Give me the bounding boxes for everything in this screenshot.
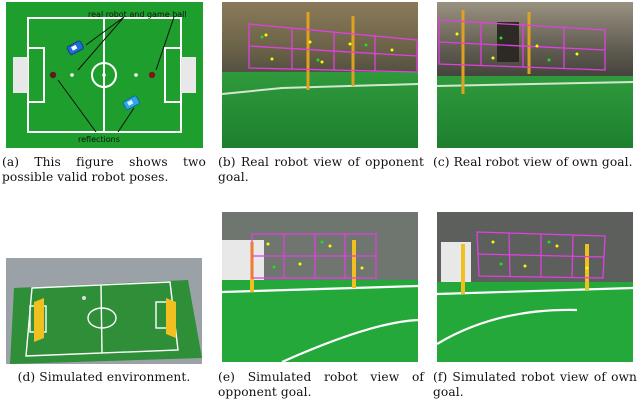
panel-e-simulation (222, 212, 418, 362)
caption-d: (d) Simulated environment. (17, 370, 191, 384)
annotation-reflections-text: reflections (78, 135, 120, 144)
person-silhouette (497, 22, 519, 62)
caption-e: (e) Simulated robot view of opponent goa… (218, 370, 424, 399)
panel-a-field-diagram: real robot and game ball reflections (6, 2, 203, 148)
caption-b: (b) Real robot view of opponent goal. (218, 155, 424, 184)
reflection-left-marker (49, 71, 57, 79)
reflection-right-marker (148, 71, 156, 79)
center-circle (91, 62, 117, 88)
field-line (222, 83, 418, 95)
center-spot (102, 73, 106, 77)
field-diagram-svg: real robot and game ball reflections (6, 2, 203, 148)
real-robot-icon (66, 40, 84, 56)
annotation-arrow-robot-2 (77, 16, 125, 71)
annotation-arrow-robot (85, 16, 125, 46)
caption-a: (a) This figure shows two possible valid… (2, 155, 206, 184)
right-penalty-spot (134, 73, 138, 77)
panel-c-photo (437, 2, 633, 148)
sim-goal-right (166, 298, 176, 338)
panel-f-simulation (437, 212, 633, 362)
sim-goal-left (34, 298, 44, 342)
sim-goal-net (222, 240, 264, 286)
sim-field-carpet (10, 280, 202, 364)
feature-points (264, 33, 394, 64)
annotation-arrow-reflection-robot (117, 107, 135, 133)
caption-f: (f) Simulated robot view of own goal. (433, 370, 637, 399)
reflected-robot-icon (122, 95, 140, 111)
annotation-arrow-reflection-ball (57, 79, 97, 133)
annotation-real-robot-text: real robot and game ball (88, 10, 187, 19)
projection-grid (248, 23, 418, 73)
caption-c: (c) Real robot view of own goal. (433, 155, 633, 169)
carpet-field (222, 72, 418, 148)
panel-d-simulation (6, 258, 202, 364)
right-goal (181, 57, 196, 93)
panel-b-photo (222, 2, 418, 148)
annotation-arrow-ball (155, 16, 175, 71)
left-goal (13, 57, 28, 93)
left-penalty-spot (70, 73, 74, 77)
